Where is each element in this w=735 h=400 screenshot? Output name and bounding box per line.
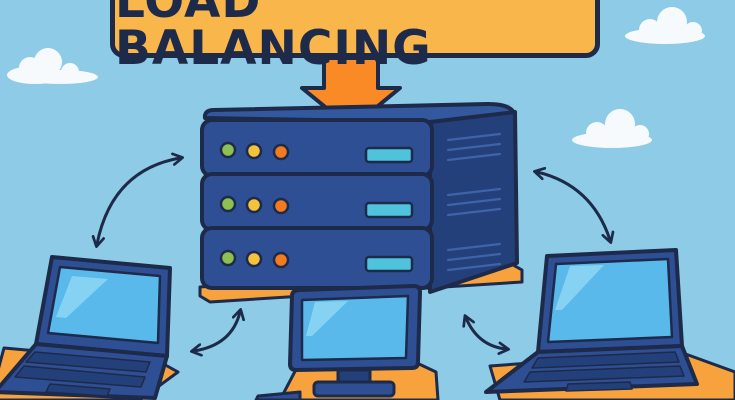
cloud-icon-top-right xyxy=(625,7,705,44)
monitor-icon-center xyxy=(254,284,440,400)
arrow-icon-top-right xyxy=(533,166,615,244)
title-banner: LOAD BALANCING xyxy=(110,0,600,72)
laptop-icon-right xyxy=(484,248,735,400)
arrow-icon-top-left xyxy=(91,152,185,248)
cloud-icon-left xyxy=(7,48,98,84)
server-icon xyxy=(198,102,524,304)
arrow-icon-bottom-right xyxy=(462,314,511,355)
arrow-icon-bottom-left xyxy=(189,308,246,357)
laptop-icon-left xyxy=(0,255,180,400)
page-title: LOAD BALANCING xyxy=(115,0,432,76)
cloud-icon-right xyxy=(572,109,652,148)
